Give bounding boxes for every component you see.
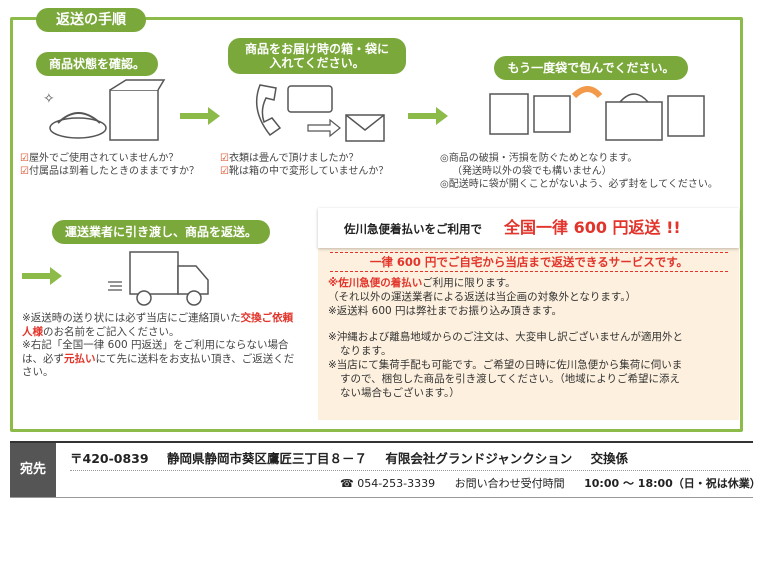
- department: 交換係: [590, 451, 629, 466]
- arrow-right-icon: [408, 107, 448, 125]
- step2-notes: ☑衣類は畳んで頂けましたか？ ☑靴は箱の中で変形していませんか？: [220, 153, 389, 177]
- arrow-right-icon: [22, 267, 62, 285]
- company-name: 有限会社グランドジャンクション: [385, 451, 573, 466]
- svg-text:✧: ✧: [43, 91, 55, 107]
- step3-notes: ◎商品の破損・汚損を防ぐためとなります。 （発送時以外の袋でも構いません） ◎配…: [440, 153, 718, 190]
- offer-notes: ※佐川急便の着払いご利用に限ります。 （それ以外の運送業者による返送は当企画の対…: [328, 277, 683, 399]
- step3-label: もう一度袋で包んでください。: [494, 56, 688, 80]
- step2-label: 商品をお届け時の箱・袋に入れてください。: [228, 38, 406, 74]
- business-hours: 10:00 〜 18:00（日・祝は休業）: [584, 477, 761, 490]
- procedure-frame: [10, 17, 743, 432]
- section-title: 返送の手順: [36, 8, 146, 32]
- phone-envelope-illustration: [255, 84, 385, 142]
- contact-line: ☎ 054-253-3339 お問い合わせ受付時間 10:00 〜 18:00（…: [340, 475, 761, 491]
- truck-icon: [108, 251, 209, 306]
- street-address: 静岡県静岡市葵区鷹匠三丁目８－７: [166, 451, 367, 466]
- phone-number: ☎ 054-253-3339: [340, 477, 436, 490]
- offer-header: 佐川急便着払いをご利用で 全国一律 600 円返送 !!: [318, 208, 739, 248]
- step4-label: 運送業者に引き渡し、商品を返送。: [52, 220, 270, 244]
- address-line: 〒420-0839 静岡県静岡市葵区鷹匠三丁目８－７ 有限会社グランドジャンクシ…: [70, 448, 642, 467]
- step1-label: 商品状態を確認。: [36, 52, 158, 76]
- offer-lead: 佐川急便着払いをご利用で: [344, 222, 482, 236]
- bag-wrap-illustration: [489, 86, 705, 141]
- sagawa-offer-box: 佐川急便着払いをご利用で 全国一律 600 円返送 !! 一律 600 円でご自…: [318, 208, 739, 420]
- offer-subline: 一律 600 円でご自宅から当店まで返送できるサービスです。: [330, 252, 728, 272]
- divider: [70, 470, 750, 471]
- offer-headline: 全国一律 600 円返送 !!: [504, 218, 681, 237]
- address-bar: 宛先 〒420-0839 静岡県静岡市葵区鷹匠三丁目８－７ 有限会社グランドジャ…: [10, 441, 761, 498]
- return-notes: ※返送時の送り状には必ず当店にご連絡頂いた交換ご依頼人様のお名前をご記入ください…: [22, 312, 295, 378]
- step1-notes: ☑屋外でご使用されていませんか？ ☑付属品は到着したときのままですか？: [20, 153, 199, 177]
- sandal-box-illustration: ✧: [43, 79, 166, 141]
- address-label: 宛先: [10, 443, 56, 497]
- postal-code: 〒420-0839: [70, 451, 149, 466]
- contact-hours-label: お問い合わせ受付時間: [454, 477, 565, 490]
- arrow-right-icon: [180, 107, 220, 125]
